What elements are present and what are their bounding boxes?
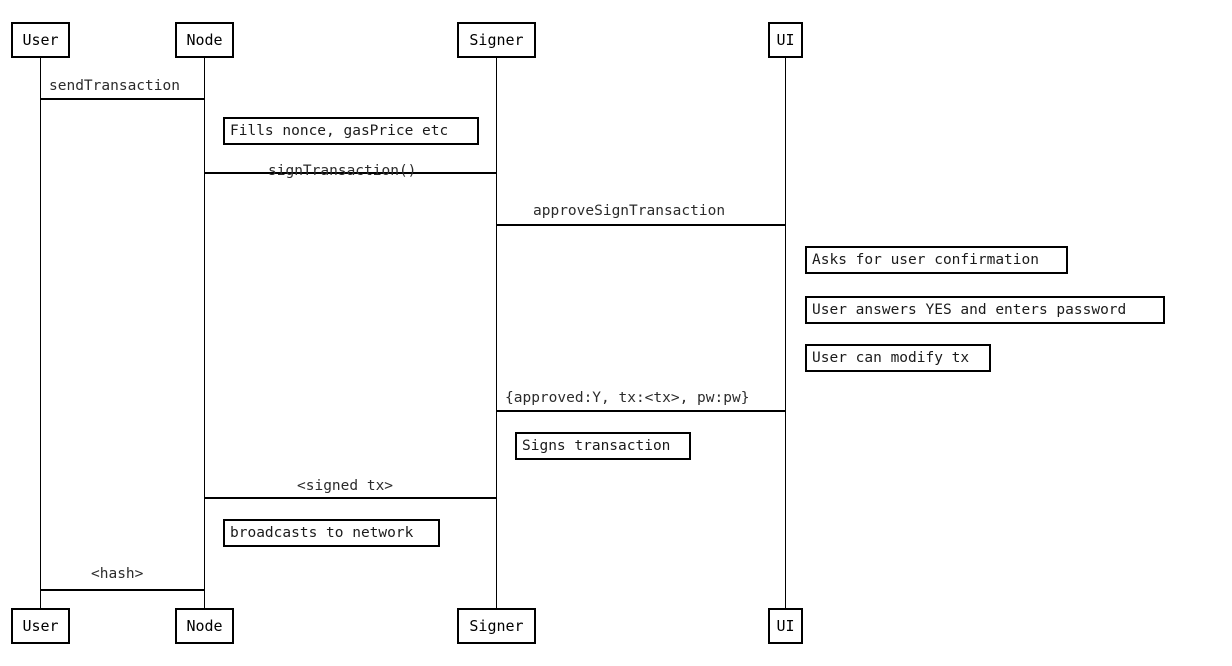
lifeline-ui [785,57,786,608]
message-line-m3 [496,224,785,226]
note-n3: User answers YES and enters password [805,296,1165,324]
message-line-m5 [204,497,496,499]
lifeline-signer [496,57,497,608]
participant-top-user[interactable]: User [11,22,70,58]
message-label-m4: {approved:Y, tx:<tx>, pw:pw} [505,390,750,406]
participant-bottom-node[interactable]: Node [175,608,234,644]
message-label-m5: <signed tx> [297,478,394,494]
participant-bottom-signer[interactable]: Signer [457,608,536,644]
message-label-m2: signTransaction() [268,163,417,179]
message-label-m1: sendTransaction [49,78,180,94]
lifeline-node [204,57,205,608]
participant-bottom-ui[interactable]: UI [768,608,803,644]
participant-top-ui[interactable]: UI [768,22,803,58]
participant-top-signer[interactable]: Signer [457,22,536,58]
message-label-m3: approveSignTransaction [533,203,726,219]
lifeline-user [40,57,41,608]
message-line-m2 [204,172,496,174]
note-n2: Asks for user confirmation [805,246,1068,274]
message-label-m6: <hash> [91,566,144,582]
note-n4: User can modify tx [805,344,991,372]
participant-bottom-user[interactable]: User [11,608,70,644]
note-n5: Signs transaction [515,432,691,460]
message-line-m6 [40,589,204,591]
note-n1: Fills nonce, gasPrice etc [223,117,479,145]
participant-top-node[interactable]: Node [175,22,234,58]
note-n6: broadcasts to network [223,519,440,547]
message-line-m4 [496,410,785,412]
message-line-m1 [40,98,204,100]
